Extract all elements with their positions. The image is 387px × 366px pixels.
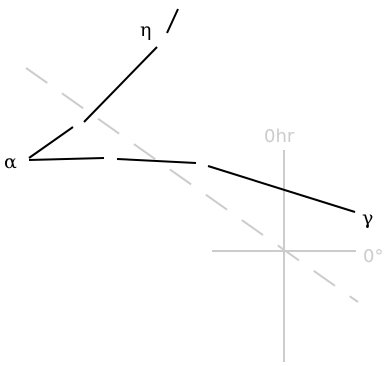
star-label-eta: η	[140, 19, 151, 41]
asterism-segment-eta-top	[166, 8, 179, 34]
asterism-segment-eta-alpha-upper	[83, 46, 158, 123]
star-label-alpha: α	[4, 151, 17, 173]
ecliptic-line	[25, 67, 359, 303]
asterism-segment-alpha-mid	[28, 157, 105, 161]
asterism	[28, 8, 356, 213]
hour-circle-label: 0hr	[264, 126, 295, 147]
asterism-segment-eta-alpha-lower	[28, 126, 74, 159]
asterism-segment-mid-gamma	[207, 165, 356, 213]
star-label-gamma: γ	[362, 207, 373, 229]
asterism-segment-mid	[116, 158, 197, 164]
equator-degree-label: 0°	[363, 246, 383, 267]
